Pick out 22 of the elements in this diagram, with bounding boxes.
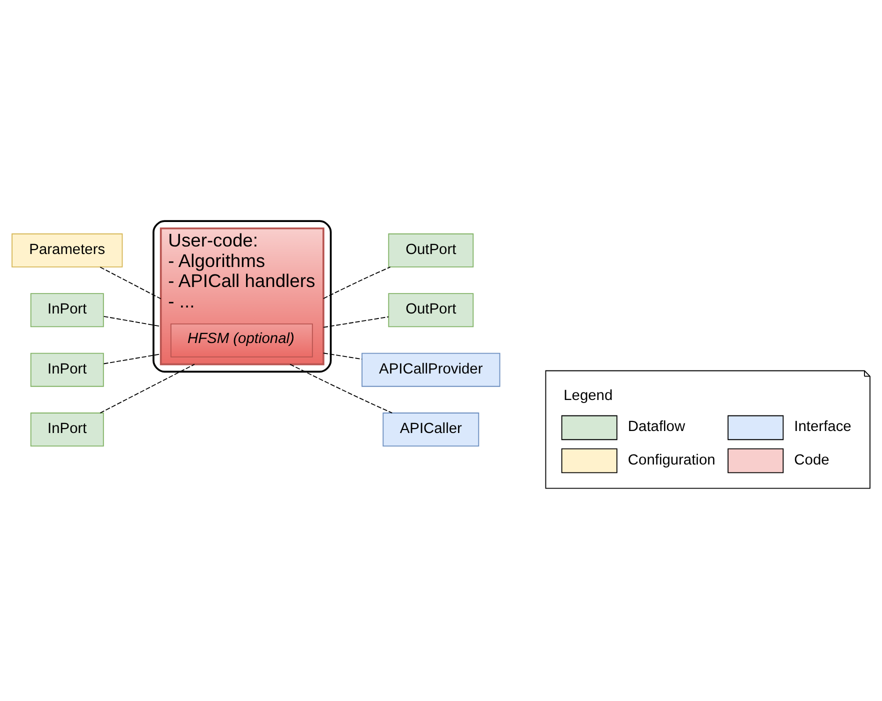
node-box: OutPort bbox=[388, 232, 474, 267]
node-box: InPort bbox=[30, 352, 104, 386]
legend-label: Interface bbox=[794, 418, 852, 435]
node-box: HFSM (optional) bbox=[170, 322, 313, 357]
connector bbox=[322, 266, 391, 298]
connector bbox=[100, 266, 162, 299]
connector bbox=[290, 363, 393, 413]
legend-label: Dataflow bbox=[628, 418, 686, 435]
legend-label: Configuration bbox=[628, 452, 716, 468]
cluster bbox=[152, 220, 332, 372]
node-box: APICallProvider bbox=[362, 352, 500, 386]
connector bbox=[322, 352, 362, 360]
node-box: OutPort bbox=[388, 292, 474, 327]
legend-label: Code bbox=[794, 452, 830, 468]
node-box: Parameters bbox=[12, 232, 123, 267]
connector bbox=[103, 315, 162, 326]
node-box: InPort bbox=[30, 412, 104, 446]
label: Legend bbox=[564, 387, 613, 404]
connector bbox=[103, 353, 162, 364]
node-box: InPort bbox=[30, 292, 104, 327]
node-box: APICaller bbox=[382, 412, 480, 446]
connector bbox=[100, 363, 195, 413]
